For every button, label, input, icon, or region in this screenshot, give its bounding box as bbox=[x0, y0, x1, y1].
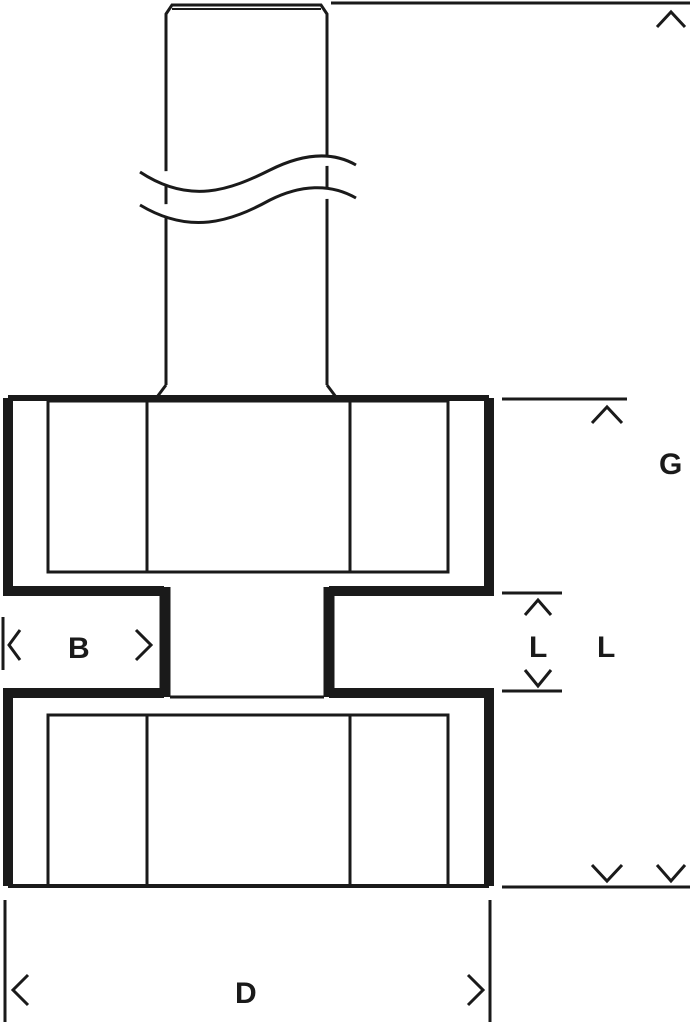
label-l-inner: L bbox=[529, 631, 547, 664]
label-l-outer: L bbox=[597, 631, 615, 664]
upper-cutter bbox=[3, 395, 494, 596]
bearing-neck bbox=[159, 587, 335, 699]
label-g: G bbox=[659, 448, 682, 481]
break-lines bbox=[139, 154, 357, 224]
label-d: D bbox=[235, 977, 257, 1010]
shank bbox=[155, 3, 338, 398]
lower-cutter bbox=[3, 688, 494, 888]
label-b: B bbox=[68, 632, 90, 665]
